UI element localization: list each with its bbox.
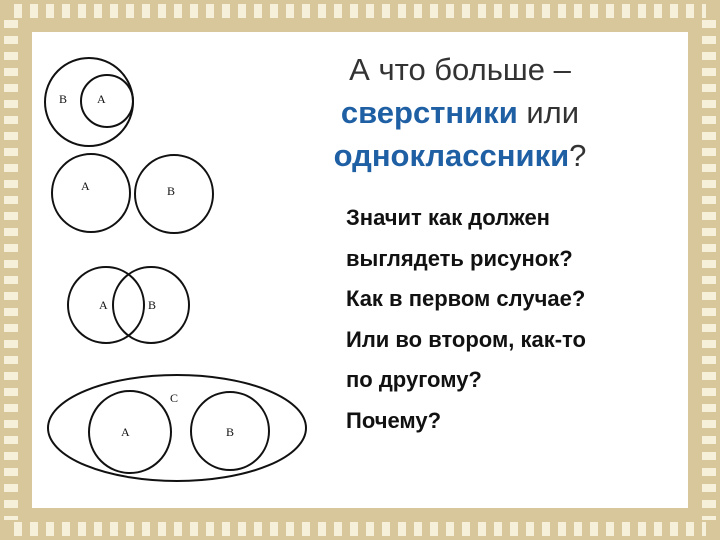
- circle-a-inner: [80, 74, 134, 128]
- body-line: Как в первом случае?: [346, 286, 586, 311]
- ellipse-c: [47, 374, 307, 482]
- slide-title: А что больше – сверстники или одноклассн…: [290, 48, 630, 177]
- label-a: А: [97, 92, 106, 106]
- title-or: или: [517, 95, 580, 130]
- body-line: Почему?: [346, 407, 442, 433]
- circle-a: [67, 266, 145, 344]
- label-b: В: [167, 184, 175, 198]
- label-b: В: [226, 425, 234, 439]
- diagram-disjoint: А В: [51, 153, 214, 234]
- circle-b: [190, 391, 270, 471]
- diagram-intersecting: А В: [67, 266, 190, 344]
- title-highlight-classmates: одноклассники: [333, 138, 570, 173]
- slide-panel: [32, 32, 688, 508]
- circle-b: [134, 154, 214, 234]
- label-b: В: [59, 92, 67, 106]
- label-b: В: [148, 298, 156, 312]
- diagram-enclosed: С А В: [47, 374, 307, 482]
- label-a: А: [81, 179, 90, 193]
- title-line-1: А что больше –: [349, 52, 571, 87]
- frame-dots-bottom: [14, 522, 706, 536]
- title-highlight-peers: сверстники: [340, 95, 518, 130]
- frame-dots-top: [14, 4, 706, 18]
- frame-dots-right: [702, 20, 716, 520]
- diagram-nested: В А: [44, 57, 134, 147]
- body-line: Или во втором, как-то: [346, 326, 586, 352]
- body-text: Значит как должен выглядеть рисунок? Как…: [346, 198, 686, 441]
- circle-b: [112, 266, 190, 344]
- circle-a: [88, 390, 172, 474]
- body-line: по другому?: [346, 367, 482, 392]
- circle-a: [51, 153, 131, 233]
- label-c: С: [170, 391, 178, 405]
- frame-dots-left: [4, 20, 18, 520]
- label-a: А: [121, 425, 130, 439]
- title-question-mark: ?: [569, 138, 587, 173]
- body-line: Значит как должен: [346, 205, 550, 230]
- title-line-2: сверстники или: [290, 91, 630, 134]
- body-line: выглядеть рисунок?: [346, 245, 573, 271]
- title-line-3: одноклассники?: [290, 134, 630, 177]
- label-a: А: [99, 298, 108, 312]
